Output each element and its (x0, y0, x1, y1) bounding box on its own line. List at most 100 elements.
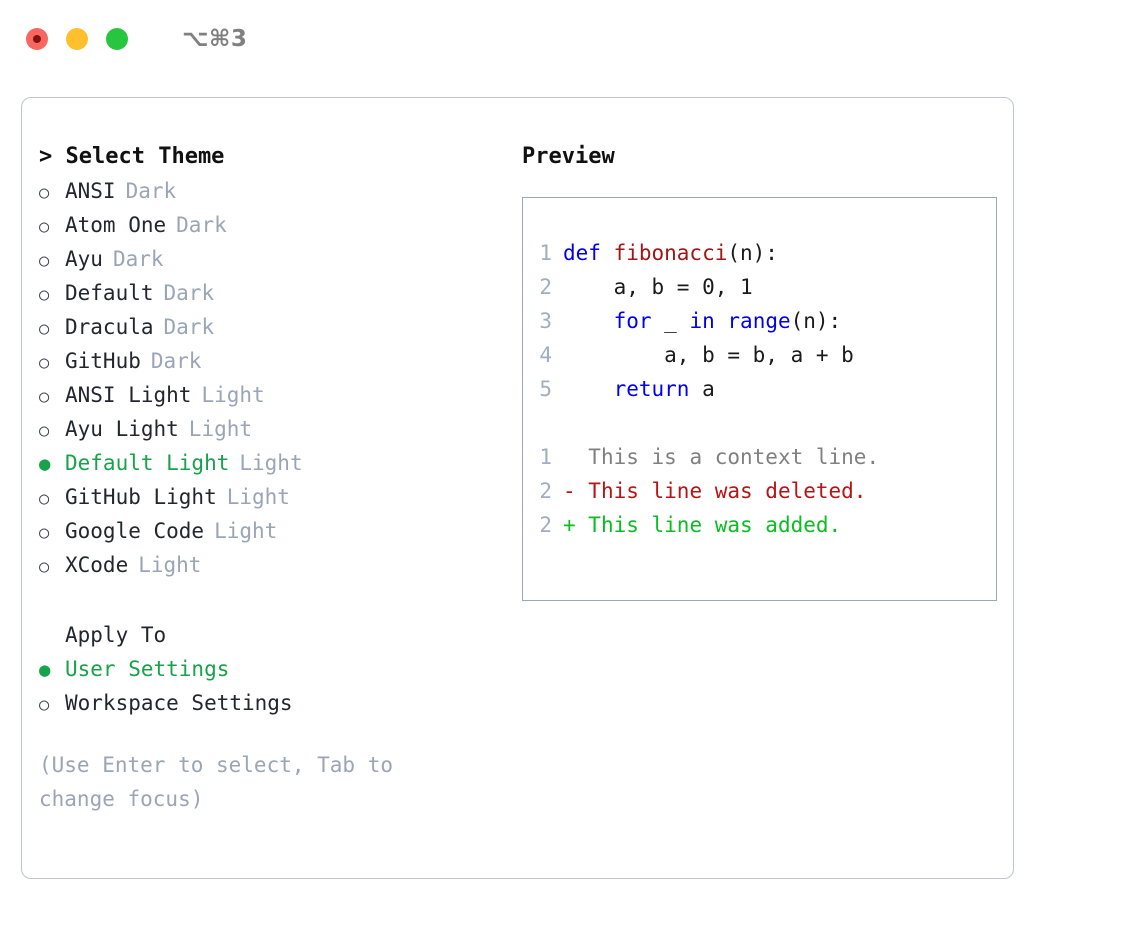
diff-marker (563, 440, 576, 474)
code-token-kw: return (613, 377, 690, 401)
theme-option-ayu[interactable]: ○ Ayu Dark (39, 242, 507, 276)
apply-to-option-label: User Settings (65, 657, 230, 681)
theme-option-label: Default (65, 281, 154, 305)
diff-marker: + (563, 513, 576, 537)
code-token-pl (563, 309, 614, 333)
code-line-number: 2 (539, 275, 552, 299)
theme-option-label: GitHub (65, 349, 141, 373)
diff-line-number: 1 (539, 445, 552, 469)
theme-option-category: Light (239, 451, 303, 475)
radio-unselected-icon: ○ (39, 251, 50, 271)
theme-option-github[interactable]: ○ GitHub Dark (39, 344, 507, 378)
code-token-pl: (n): (727, 241, 778, 265)
code-line-text: for _ in range(n): (563, 304, 842, 338)
apply-to-option-workspace-settings[interactable]: ○Workspace Settings (39, 686, 507, 720)
theme-option-label: Google Code (65, 519, 205, 543)
radio-unselected-icon: ○ (39, 421, 50, 441)
code-line: 2 a, b = 0, 1 (523, 270, 996, 304)
code-line-text: a, b = b, a + b (563, 338, 854, 372)
theme-option-atom-one[interactable]: ○ Atom One Dark (39, 208, 507, 242)
radio-unselected-icon: ○ (39, 217, 50, 237)
code-line-text: def fibonacci(n): (563, 236, 778, 270)
diff-line: 1 This is a context line. (523, 440, 996, 474)
code-line-text: a, b = 0, 1 (563, 270, 753, 304)
code-line: 3 for _ in range(n): (523, 304, 996, 338)
theme-option-category: Dark (163, 281, 215, 305)
code-line-number: 3 (539, 309, 552, 333)
code-token-pl (563, 377, 614, 401)
radio-unselected-icon: ○ (39, 387, 50, 407)
zoom-button-icon[interactable] (106, 28, 128, 50)
code-token-pl: a, b = b, a + b (563, 343, 854, 367)
apply-to-option-label: Workspace Settings (65, 691, 293, 715)
keyboard-hint-text: (Use Enter to select, Tab to change focu… (39, 753, 394, 811)
preview-heading: Preview (522, 144, 615, 169)
close-button-icon[interactable] (26, 28, 48, 50)
code-token-pl (715, 309, 728, 333)
diff-line-text: This line was added. (575, 513, 842, 537)
theme-option-category: Dark (125, 179, 177, 203)
apply-to-list[interactable]: ● User Settings ○Workspace Settings (39, 652, 507, 720)
theme-option-category: Dark (150, 349, 202, 373)
code-line-text: return a (563, 372, 715, 406)
code-token-pl: (n): (790, 309, 842, 333)
theme-option-category: Dark (112, 247, 164, 271)
theme-option-default-light[interactable]: ● Default Light Light (39, 446, 507, 480)
radio-unselected-icon: ○ (39, 183, 50, 203)
code-line: 5 return a (523, 372, 996, 406)
code-line-number: 5 (539, 377, 552, 401)
code-line-number: 4 (539, 343, 552, 367)
theme-option-label: Default Light (65, 451, 230, 475)
code-token-pl: a (689, 377, 715, 401)
code-token-pl: a, b = 0, 1 (563, 275, 753, 299)
window-controls (26, 28, 128, 50)
theme-option-label: Dracula (65, 315, 154, 339)
code-line-number: 1 (539, 241, 552, 265)
code-token-pl: _ (651, 309, 690, 333)
theme-option-ansi-light[interactable]: ○ ANSI Light Light (39, 378, 507, 412)
theme-option-category: Dark (176, 213, 227, 237)
theme-option-category: Light (226, 485, 290, 509)
diff-line-text: This is a context line. (575, 445, 880, 469)
code-token-fn: fibonacci (613, 241, 728, 265)
code-token-kw: for (613, 309, 652, 333)
theme-option-category: Light (138, 553, 202, 577)
diff-line: 2 + This line was added. (523, 508, 996, 542)
theme-option-label: ANSI Light (65, 383, 192, 407)
theme-option-category: Light (201, 383, 265, 407)
code-diff-separator (523, 406, 996, 440)
apply-to-heading: Apply To (65, 623, 167, 647)
radio-selected-icon: ● (39, 659, 51, 681)
keyboard-shortcut-label: ⌥⌘3 (182, 26, 248, 52)
code-token-kw: def (563, 241, 614, 265)
radio-unselected-icon: ○ (39, 319, 50, 339)
diff-marker: - (563, 479, 576, 503)
theme-option-label: XCode (65, 553, 129, 577)
code-line: 1 def fibonacci(n): (523, 236, 996, 270)
radio-unselected-icon: ○ (39, 353, 50, 373)
theme-option-label: Atom One (65, 213, 167, 237)
select-theme-heading: > Select Theme (39, 144, 225, 169)
diff-line-text: This line was deleted. (575, 479, 867, 503)
theme-option-label: Ayu (65, 247, 103, 271)
theme-option-category: Light (214, 519, 278, 543)
diff-line-number: 2 (539, 513, 552, 537)
apply-to-option-user-settings[interactable]: ● User Settings (39, 652, 507, 686)
minimize-button-icon[interactable] (66, 28, 88, 50)
radio-selected-icon: ● (39, 453, 51, 475)
code-line: 4 a, b = b, a + b (523, 338, 996, 372)
diff-preview: 1 This is a context line. 2- This line wa… (523, 440, 996, 542)
